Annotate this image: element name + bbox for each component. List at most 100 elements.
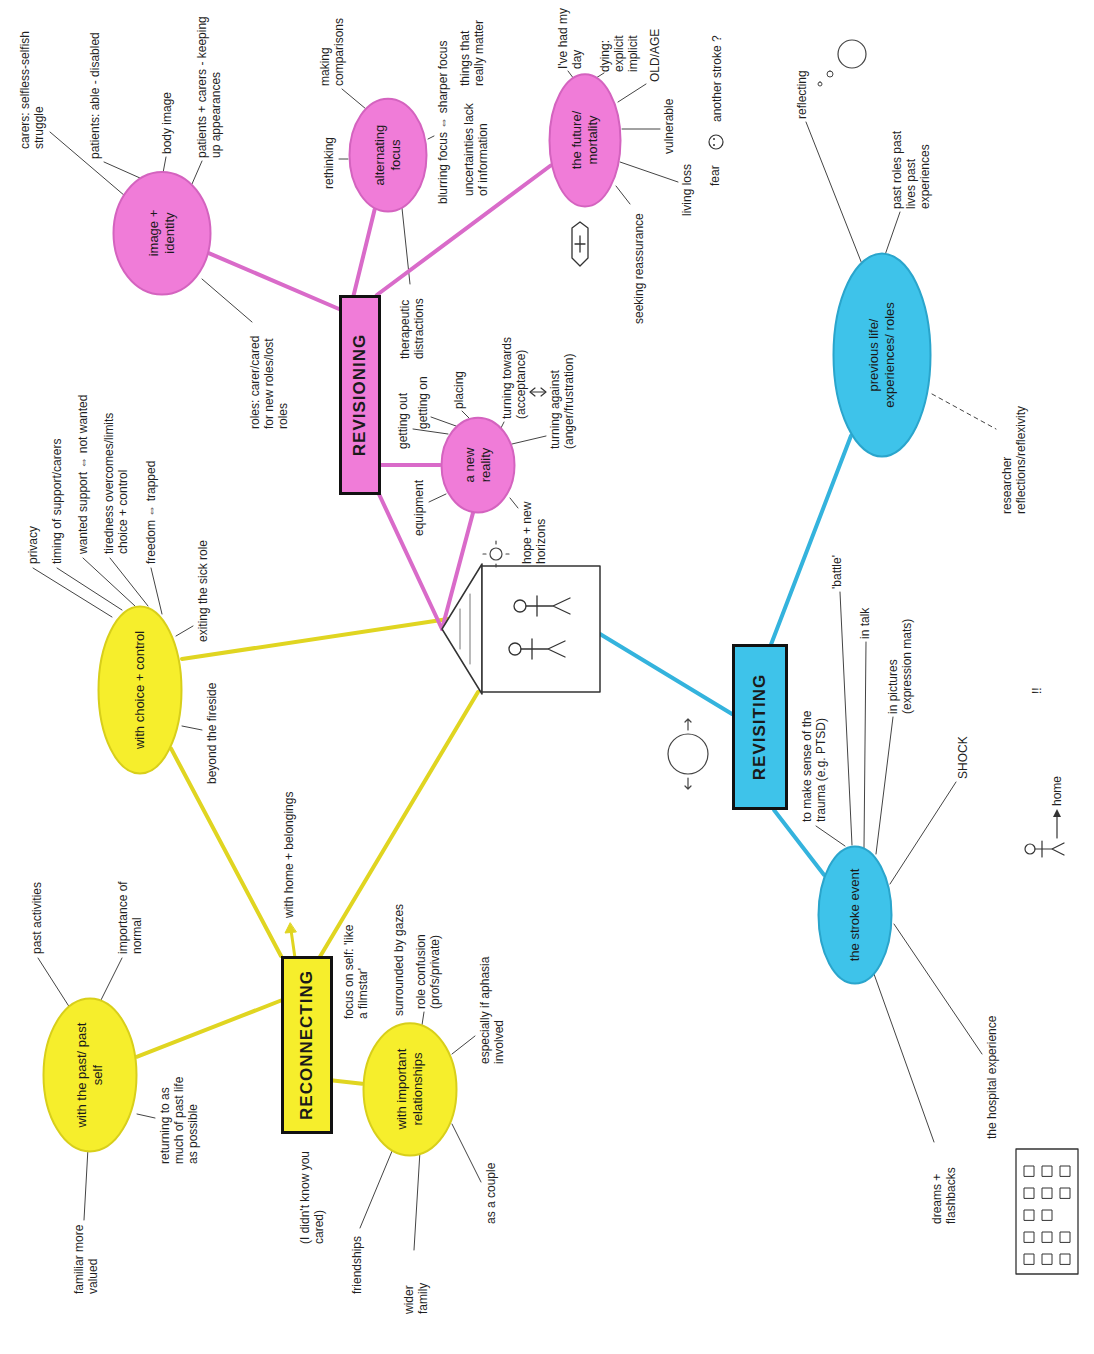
- stick-figure: [514, 600, 526, 612]
- branch-line: [137, 1001, 281, 1057]
- hospital-window: [1042, 1254, 1052, 1264]
- note-text: making comparisons: [318, 8, 346, 86]
- leader-line: [840, 592, 852, 845]
- subtheme-label: alternating focus: [372, 116, 404, 195]
- leader-line: [163, 157, 166, 173]
- leader-line: [816, 826, 845, 846]
- theme-title: REVISIONING: [350, 334, 370, 456]
- note-text: OLD/AGE: [648, 29, 662, 82]
- leader-line: [137, 1114, 155, 1118]
- face-symbol: [713, 144, 715, 146]
- leader-line: [176, 626, 193, 636]
- roof-hatch: [460, 609, 461, 649]
- note-text: things that really matter: [458, 8, 486, 86]
- leader-line: [876, 717, 893, 854]
- leader-line: [38, 958, 70, 1008]
- ellipse-fill: [550, 74, 621, 206]
- leader-line: [894, 924, 982, 1054]
- note-text: patients: able - disabled: [88, 32, 102, 159]
- branch-line: [600, 634, 732, 714]
- theme-box: RECONNECTING: [281, 956, 333, 1134]
- house-body: [482, 566, 600, 692]
- subtheme-label: with choice + control: [132, 631, 148, 749]
- note-text: another stroke ?: [710, 35, 724, 122]
- note-text: uncertainties lack of information: [462, 96, 490, 196]
- stick-figure: [509, 643, 521, 655]
- leader-line: [342, 89, 366, 109]
- note-text: past activities: [30, 882, 44, 954]
- double-arrow: [531, 391, 545, 392]
- note-text: as a couple: [484, 1163, 498, 1224]
- head-symbol: [685, 719, 691, 789]
- double-arrow: [530, 388, 546, 396]
- leader-line: [339, 159, 348, 160]
- branch-line: [333, 1081, 362, 1084]
- hospital-window: [1060, 1188, 1070, 1198]
- leader-line: [202, 279, 252, 322]
- theme-title: RECONNECTING: [297, 970, 317, 1120]
- leader-line: [890, 782, 956, 884]
- ellipse-fill: [44, 999, 137, 1152]
- stick-figure: [526, 596, 570, 616]
- leader-line: [33, 568, 112, 617]
- note-text: getting out: [396, 393, 410, 449]
- hospital-window: [1042, 1188, 1052, 1198]
- hospital-window: [1060, 1254, 1070, 1264]
- coffin-symbol: [572, 222, 588, 266]
- note-text: living loss: [680, 164, 694, 216]
- subtheme-label: the stroke event: [847, 869, 863, 962]
- note-text: (I didn't know you cared): [298, 1134, 326, 1244]
- leader-line: [104, 162, 140, 178]
- leader-line: [806, 122, 862, 264]
- note-text: the hospital experience: [985, 1016, 999, 1139]
- hospital-window: [1060, 1166, 1070, 1176]
- stick-figure: [1025, 844, 1035, 854]
- house-roof: [442, 564, 482, 694]
- note-text: equipment: [412, 480, 426, 536]
- subtheme-label: with important relationships: [394, 1043, 426, 1136]
- theme-box: REVISIONING: [339, 295, 381, 495]
- note-text: !!: [1030, 687, 1044, 694]
- leader-line: [618, 84, 646, 102]
- leader-line: [84, 1148, 88, 1220]
- note-text: 'battle': [830, 555, 844, 589]
- hospital-window: [1060, 1232, 1070, 1242]
- sun-symbol: [490, 548, 502, 560]
- sun-symbol: [483, 541, 509, 567]
- note-text: blurring focus ⇔ sharper focus: [436, 41, 450, 204]
- leader-line: [452, 1036, 475, 1054]
- subtheme-ellipse: a new reality: [440, 416, 516, 514]
- note-text: roles: carer/cared for new roles/lost ro…: [248, 324, 290, 429]
- ellipse-fill: [819, 847, 892, 984]
- leader-line: [510, 498, 518, 508]
- note-text: especially if aphasia involved: [478, 954, 506, 1064]
- note-text: focus on self: 'like a filmstar': [342, 924, 370, 1019]
- note-text: friendships: [350, 1236, 364, 1294]
- coffin-symbol: [575, 236, 585, 252]
- note-text: patients + carers - keeping up appearanc…: [195, 8, 223, 158]
- note-text: exiting the sick role: [196, 540, 210, 642]
- face-symbol: [709, 135, 723, 149]
- ellipse-fill: [834, 254, 931, 457]
- leader-line: [885, 212, 900, 255]
- face-symbol: [713, 138, 715, 140]
- note-text: turning towards (acceptance): [500, 319, 528, 419]
- leader-line: [864, 642, 866, 848]
- roof-hatch: [470, 594, 471, 664]
- branch-line: [354, 210, 375, 295]
- subtheme-label: a new reality: [462, 432, 494, 498]
- leader-line: [413, 429, 448, 434]
- ellipse-fill: [99, 607, 182, 774]
- leader-line: [932, 394, 996, 429]
- note-text: wanted support ⇔ not wanted: [76, 395, 90, 554]
- hospital-building: [1016, 1149, 1078, 1274]
- note-text: past roles past lives past experiences: [890, 109, 932, 209]
- note-text: returning to as much of past life as pos…: [158, 1064, 200, 1164]
- subtheme-ellipse: with choice + control: [97, 605, 183, 775]
- note-text: in talk: [858, 608, 872, 639]
- note-text: familiar more valued: [72, 1224, 100, 1294]
- leader-line: [50, 132, 125, 196]
- leader-line: [57, 568, 122, 610]
- subtheme-label: the future/ mortality: [569, 94, 601, 187]
